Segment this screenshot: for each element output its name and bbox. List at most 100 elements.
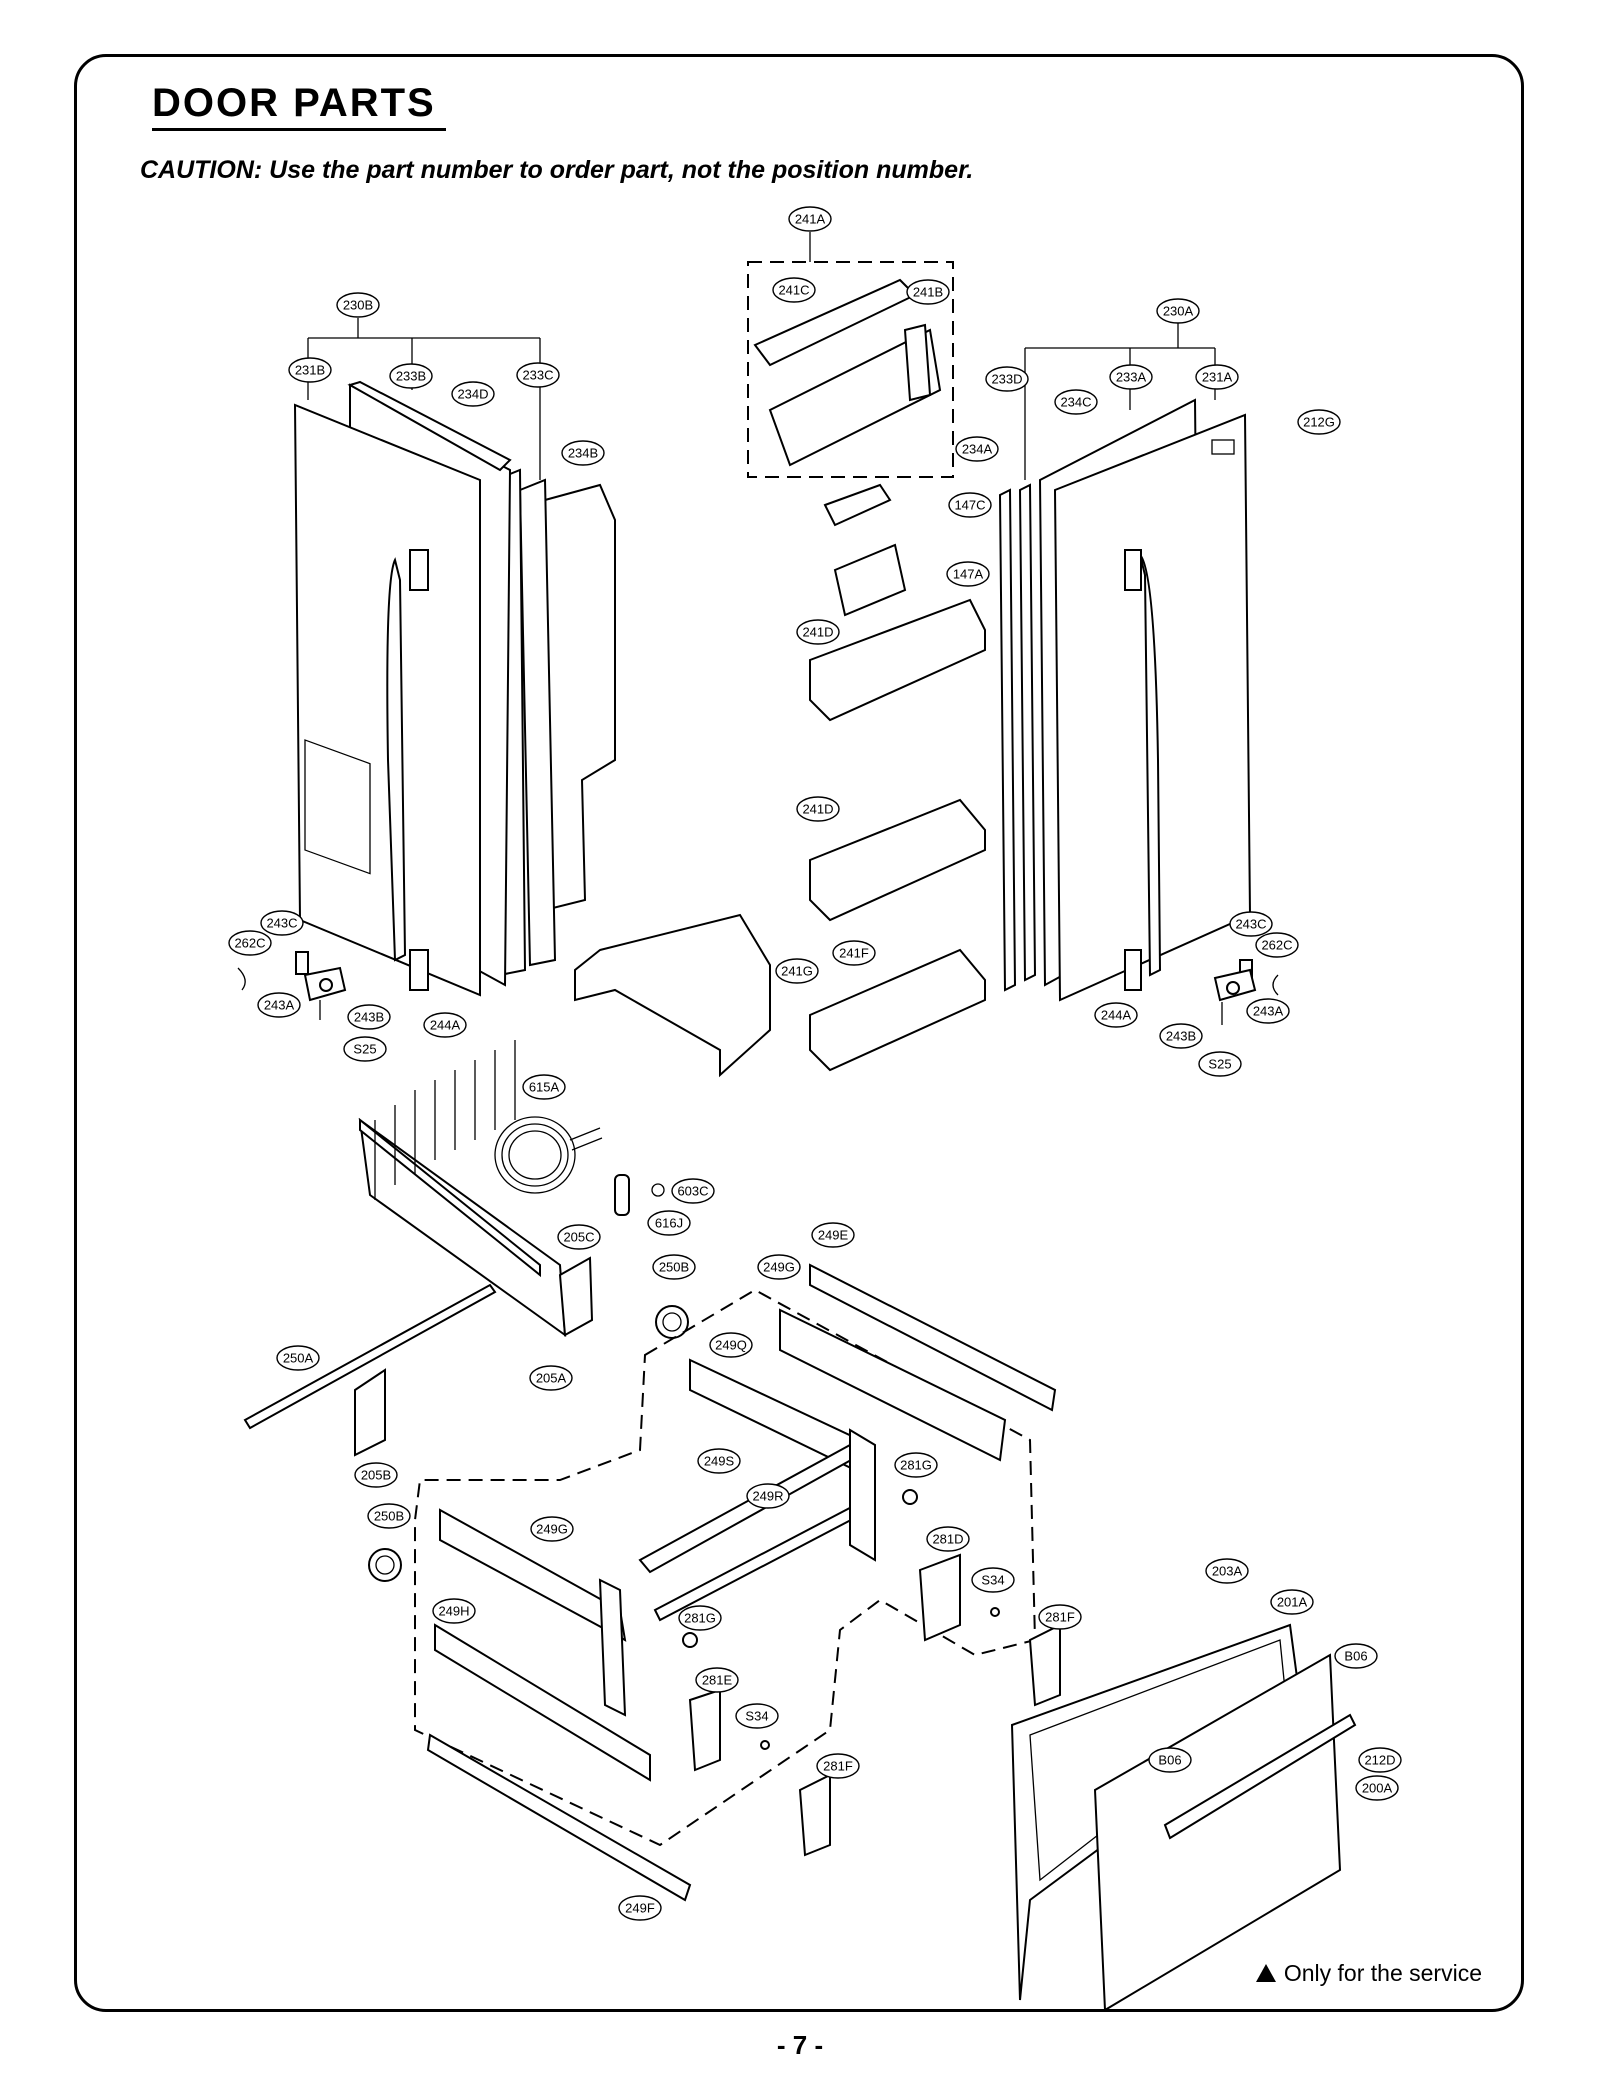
- svg-text:243A: 243A: [264, 998, 295, 1013]
- callout-label: 249Q: [709, 1332, 753, 1358]
- page-number: - 7 -: [776, 2030, 824, 2060]
- svg-text:249S: 249S: [704, 1454, 735, 1469]
- svg-text:203A: 203A: [1212, 1564, 1243, 1579]
- tube-connector: [614, 1174, 665, 1216]
- rail-left: [434, 1508, 651, 1782]
- callout-label: 233D: [985, 366, 1029, 392]
- svg-text:281F: 281F: [1045, 1610, 1075, 1625]
- svg-text:616J: 616J: [655, 1216, 683, 1231]
- callout-label: 233C: [516, 362, 560, 388]
- svg-text:231A: 231A: [1202, 370, 1233, 385]
- svg-text:205C: 205C: [563, 1230, 594, 1245]
- callout-label: 234D: [451, 381, 495, 407]
- bolt-281g: [682, 1489, 918, 1648]
- svg-text:241G: 241G: [781, 964, 813, 979]
- svg-text:200A: 200A: [1362, 1781, 1393, 1796]
- right-door-assembly: [998, 398, 1252, 1002]
- callout-label: 243C: [1229, 911, 1273, 937]
- callout-label: 241D: [796, 796, 840, 822]
- svg-text:B06: B06: [1344, 1649, 1367, 1664]
- svg-text:241A: 241A: [795, 212, 826, 227]
- callout-label: 243B: [347, 1004, 391, 1030]
- svg-text:147A: 147A: [953, 567, 984, 582]
- svg-text:281F: 281F: [823, 1759, 853, 1774]
- top-door-bin: [753, 278, 942, 467]
- callout-label: 241B: [906, 279, 950, 305]
- svg-text:S34: S34: [745, 1709, 768, 1724]
- callout-label: 249G: [530, 1516, 574, 1542]
- svg-text:281D: 281D: [932, 1532, 963, 1547]
- svg-text:243B: 243B: [1166, 1029, 1196, 1044]
- callout-label: 230B: [336, 292, 380, 318]
- svg-text:244A: 244A: [430, 1018, 461, 1033]
- callout-label: 244A: [423, 1012, 467, 1038]
- svg-text:244A: 244A: [1101, 1008, 1132, 1023]
- callout-label: 250A: [276, 1345, 320, 1371]
- left-hinge: [237, 951, 347, 1020]
- callout-label: 281G: [678, 1605, 722, 1631]
- svg-text:233C: 233C: [522, 368, 553, 383]
- callout-label: 249S: [697, 1448, 741, 1474]
- svg-text:241C: 241C: [778, 283, 809, 298]
- caution-note: CAUTION: Use the part number to order pa…: [140, 156, 974, 184]
- cap-281f-left: [798, 1773, 831, 1857]
- svg-text:615A: 615A: [529, 1080, 560, 1095]
- center-bins: [574, 483, 986, 1078]
- callout-label: 147C: [948, 492, 992, 518]
- callout-label: 233B: [389, 363, 433, 389]
- callout-label: 201A: [1270, 1589, 1314, 1615]
- svg-text:233D: 233D: [991, 372, 1022, 387]
- svg-text:603C: 603C: [677, 1184, 708, 1199]
- svg-text:249G: 249G: [536, 1522, 568, 1537]
- callout-label: 249E: [811, 1222, 855, 1248]
- callout-label: 147A: [946, 561, 990, 587]
- svg-text:250B: 250B: [659, 1260, 689, 1275]
- callout-label: 241F: [832, 940, 876, 966]
- rail-bar-250a: [243, 1283, 497, 1430]
- drawer-basket: [354, 1040, 594, 1457]
- callout-label: 249F: [618, 1895, 662, 1921]
- callout-label: 203A: [1205, 1558, 1249, 1584]
- callout-label: 241G: [775, 958, 819, 984]
- page-title: DOOR PARTS: [152, 80, 446, 131]
- callout-label: 243A: [1246, 998, 1290, 1024]
- page-frame: [74, 54, 1524, 2012]
- service-note: Only for the service: [1255, 1960, 1482, 1987]
- svg-text:231B: 231B: [295, 363, 325, 378]
- svg-text:212D: 212D: [1364, 1753, 1395, 1768]
- leader-lines: [307, 232, 1216, 480]
- svg-text:205B: 205B: [361, 1468, 391, 1483]
- callout-label: 262C: [1255, 932, 1299, 958]
- svg-text:201A: 201A: [1277, 1595, 1308, 1610]
- cap-281d: [918, 1553, 961, 1642]
- callout-label: B06: [1334, 1643, 1378, 1669]
- callout-label: 233A: [1109, 364, 1153, 390]
- rail-bottom-249f: [426, 1733, 692, 1902]
- svg-text:250A: 250A: [283, 1351, 314, 1366]
- svg-text:147C: 147C: [954, 498, 985, 513]
- callout-label: 281E: [695, 1667, 739, 1693]
- rail-mid: [638, 1428, 876, 1622]
- gear-250b-bottom: [368, 1548, 402, 1582]
- callout-label: S25: [1198, 1051, 1242, 1077]
- callout-label: 281F: [816, 1753, 860, 1779]
- svg-text:234D: 234D: [457, 387, 488, 402]
- callout-label: 243C: [260, 910, 304, 936]
- svg-text:249R: 249R: [752, 1489, 783, 1504]
- callout-label: 212G: [1297, 409, 1341, 435]
- callout-label: B06: [1148, 1747, 1192, 1773]
- callout-label: 205B: [354, 1462, 398, 1488]
- screw-s34: [760, 1607, 1000, 1750]
- svg-text:243C: 243C: [266, 916, 297, 931]
- svg-text:241D: 241D: [802, 802, 833, 817]
- callout-label: 249R: [746, 1483, 790, 1509]
- callout-label: 249G: [757, 1254, 801, 1280]
- callout-label: 234A: [955, 436, 999, 462]
- svg-text:249H: 249H: [438, 1604, 469, 1619]
- svg-text:243A: 243A: [1253, 1004, 1284, 1019]
- callout-label: S34: [735, 1703, 779, 1729]
- water-tube: [494, 1116, 603, 1194]
- freezer-door-panel: [1093, 1653, 1357, 2012]
- svg-text:281G: 281G: [684, 1611, 716, 1626]
